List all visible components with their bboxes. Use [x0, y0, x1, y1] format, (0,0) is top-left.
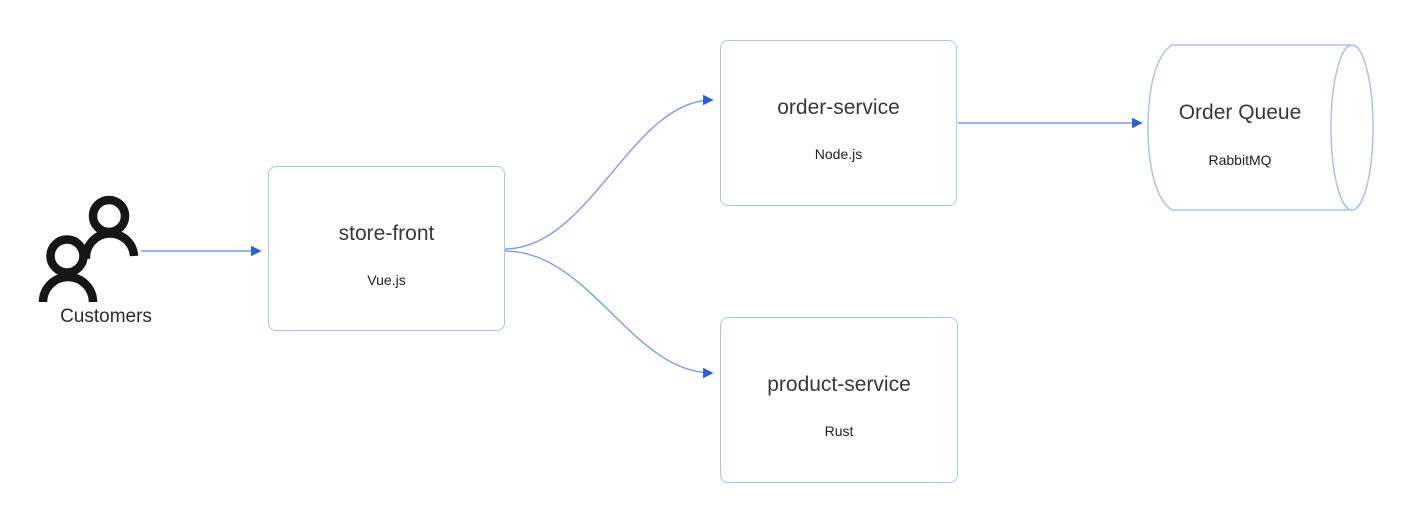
- people-icon: [38, 195, 139, 303]
- node-order-service: order-service Node.js: [720, 40, 957, 206]
- customers-label: Customers: [60, 306, 152, 327]
- node-store-front: store-front Vue.js: [268, 166, 505, 331]
- customers-node: Customers: [36, 190, 166, 327]
- store-front-subtitle: Vue.js: [367, 272, 406, 288]
- order-service-title: order-service: [777, 96, 900, 119]
- product-service-subtitle: Rust: [824, 423, 854, 439]
- order-service-subtitle: Node.js: [814, 146, 863, 162]
- product-service-title: product-service: [767, 373, 911, 396]
- node-product-service: product-service Rust: [720, 317, 958, 483]
- edge-storefront-to-orderservice: [504, 94, 714, 250]
- edge-storefront-to-productservice: [504, 250, 714, 379]
- order-queue-cylinder: [1147, 44, 1374, 211]
- store-front-title: store-front: [338, 222, 435, 245]
